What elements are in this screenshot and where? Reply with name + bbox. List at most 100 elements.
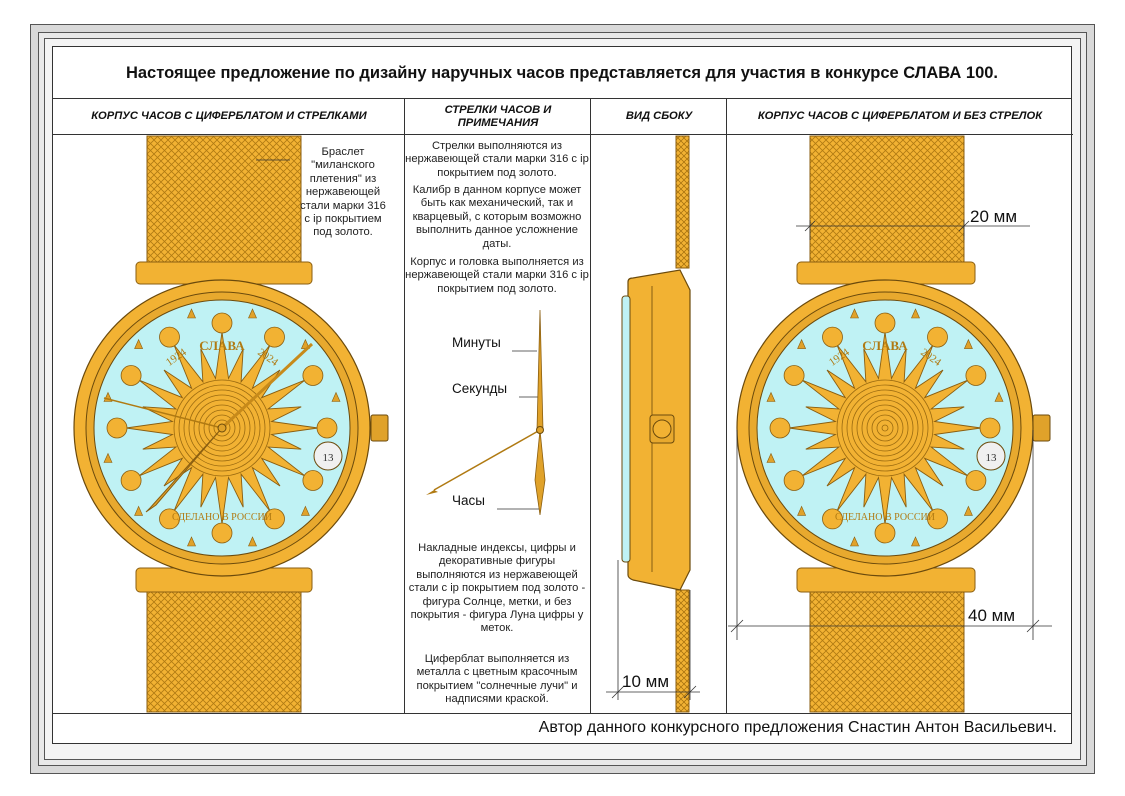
- minute-index: [187, 536, 196, 547]
- hour-marker: [211, 312, 233, 334]
- guilloche-ring: [208, 414, 236, 442]
- side-bracelet-top: [675, 135, 690, 269]
- side-crown-cap: [652, 419, 672, 439]
- hour-marker: [120, 365, 142, 386]
- hour-marker: [302, 470, 324, 491]
- guilloche-ring: [881, 424, 889, 432]
- hour-marker: [874, 522, 896, 544]
- dim-thickness: 10 мм: [622, 672, 670, 691]
- date-window: [313, 441, 343, 471]
- hour-marker: [159, 326, 180, 348]
- column-divider: [726, 99, 727, 713]
- minute-index: [248, 536, 257, 547]
- guilloche-ring: [188, 394, 256, 462]
- page-title: Настоящее предложение по дизайну наручны…: [53, 47, 1071, 99]
- dimension-lines: [606, 220, 1052, 700]
- guilloche-ring: [841, 384, 929, 472]
- dial-made-in: СДЕЛАНО В РОССИИ: [172, 512, 272, 523]
- minute-index: [300, 505, 310, 516]
- minute-index: [994, 391, 1004, 402]
- side-bracelet-bottom: [675, 589, 690, 713]
- guilloche-ring: [876, 419, 894, 437]
- bracelet-top: [809, 135, 965, 271]
- footer: Автор данного конкурсного предложения Сн…: [53, 713, 1071, 745]
- hour-marker: [769, 417, 791, 439]
- note-case: Корпус и головка выполняется из нержавею…: [405, 256, 589, 295]
- column-divider: [590, 99, 591, 713]
- minute-index: [766, 391, 776, 402]
- guilloche-ring: [213, 419, 231, 437]
- dim-case-diameter: 40 мм: [968, 606, 1016, 625]
- date-number: 13: [986, 452, 998, 464]
- minute-index: [187, 308, 196, 319]
- guilloche-ring: [183, 389, 261, 467]
- hour-marker: [822, 326, 843, 348]
- hour-marker: [120, 470, 142, 491]
- guilloche-ring: [836, 379, 934, 477]
- note-indices: Накладные индексы, цифры и декоративные …: [408, 542, 586, 635]
- guilloche-ring: [851, 394, 919, 462]
- second-hand-detail: [433, 429, 541, 491]
- bracelet-top: [146, 135, 302, 271]
- guilloche-ring: [193, 399, 251, 457]
- hour-marker: [965, 470, 987, 491]
- hour-markers: [103, 308, 341, 547]
- date-number: 13: [323, 452, 335, 464]
- hour-marker: [264, 326, 285, 348]
- guilloche-ring: [861, 404, 909, 452]
- label-minutes: Минуты: [452, 335, 501, 350]
- dial-brand: СЛАВА: [199, 338, 245, 353]
- second-hand-tip: [426, 490, 438, 495]
- hour-marker: [822, 508, 843, 530]
- column-divider: [404, 99, 405, 713]
- minute-index: [248, 308, 257, 319]
- bracelet-bottom: [809, 589, 965, 713]
- side-crystal: [621, 295, 631, 563]
- label-seconds: Секунды: [452, 381, 508, 396]
- hour-marker: [159, 508, 180, 530]
- minute-index: [134, 338, 144, 349]
- hands-detail: [426, 309, 546, 516]
- guilloche-ring: [871, 414, 899, 442]
- minute-index: [134, 505, 144, 516]
- crown: [1032, 414, 1051, 442]
- guilloche-ring: [846, 389, 924, 467]
- minute-hand-detail: [536, 309, 544, 431]
- hour-marker: [211, 522, 233, 544]
- bracelet-note: Браслет "миланского плетения" из нержаве…: [300, 146, 386, 239]
- minute-hand: [220, 342, 314, 430]
- hour-marker: [316, 417, 338, 439]
- hands-pivot-detail: [536, 426, 544, 434]
- header-col1: КОРПУС ЧАСОВ С ЦИФЕРБЛАТОМ И СТРЕЛКАМИ: [53, 99, 405, 135]
- hour-marker: [106, 417, 128, 439]
- hour-marker: [979, 417, 1001, 439]
- hour-marker: [965, 365, 987, 386]
- hour-marker: [874, 312, 896, 334]
- guilloche-ring: [866, 409, 904, 447]
- minute-index: [797, 505, 807, 516]
- note-caliber: Калибр в данном корпусе может быть как м…: [412, 184, 582, 250]
- hour-marker: [783, 470, 805, 491]
- hour-marker: [264, 508, 285, 530]
- minute-index: [766, 452, 776, 463]
- bracelet-bottom: [146, 589, 302, 713]
- hour-marker: [302, 365, 324, 386]
- hour-hand-detail: [534, 429, 546, 516]
- guilloche-ring: [856, 399, 914, 457]
- minute-index: [850, 536, 859, 547]
- watch-front-with-hands: 13 СЛАВА 1924 2024 СДЕЛАНО В РОССИИ: [73, 135, 389, 713]
- hour-markers: [766, 308, 1004, 547]
- guilloche-ring: [178, 384, 266, 472]
- crown: [370, 414, 389, 442]
- header-col2: СТРЕЛКИ ЧАСОВ И ПРИМЕЧАНИЯ: [405, 99, 591, 135]
- guilloche-ring: [198, 404, 246, 452]
- minute-index: [911, 308, 920, 319]
- header-col3: ВИД СБОКУ: [591, 99, 727, 135]
- author-credit: Автор данного конкурсного предложения Сн…: [538, 719, 1057, 736]
- watch-front-without-hands: 13 СЛАВА 1924 2024 СДЕЛАНО В РОССИИ: [736, 135, 1051, 713]
- hour-marker: [783, 365, 805, 386]
- hour-marker: [927, 326, 948, 348]
- second-hand: [103, 397, 223, 429]
- note-dial: Циферблат выполняется из металла с цветн…: [416, 653, 578, 706]
